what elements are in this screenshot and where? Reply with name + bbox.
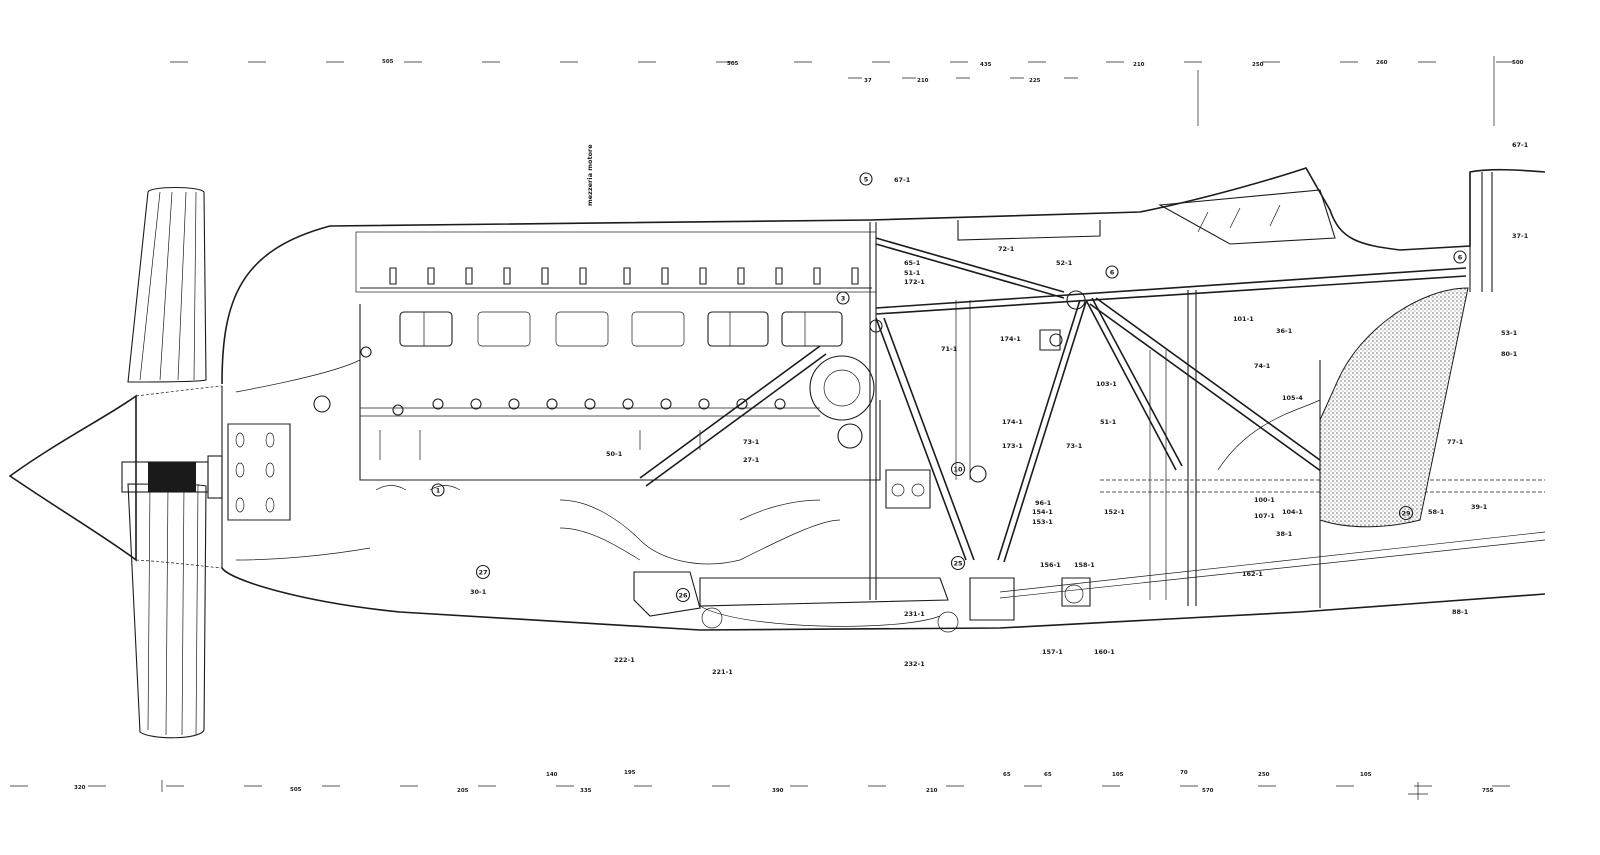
circled-markers: 5 3 6 6 1 10 27 26 25 29 [431,172,1467,603]
dim-label: 755 [1482,788,1494,794]
dim-label: 225 [1029,78,1041,84]
part-label: 152-1 [1104,508,1125,516]
part-label: 72-1 [998,245,1015,253]
dim-label: 320 [74,785,86,791]
part-label: 105-4 [1282,394,1303,402]
dim-label: 435 [980,62,992,68]
dim-label: 105 [1112,772,1124,778]
part-label: 103-1 [1096,380,1117,388]
part-label: 101-1 [1233,315,1254,323]
part-label: 100-1 [1254,496,1275,504]
dim-label: 500 [1512,60,1524,66]
dim-label: 210 [917,78,929,84]
dimension-lines [10,56,1560,800]
part-label: 162-1 [1242,570,1263,578]
plug-row [313,346,786,416]
dim-label: 390 [772,788,784,794]
part-label: 172-1 [904,278,925,286]
part-label: 160-1 [1094,648,1115,656]
part-label: 74-1 [1254,362,1271,370]
dim-label: 70 [1180,770,1188,776]
dim-label: 65 [1003,772,1011,778]
spinner [8,385,223,569]
dim-label: 210 [1133,62,1145,68]
marker-number: 10 [953,466,963,474]
engine-centerline-caption: mezzeria motore [586,144,594,206]
part-label: 156-1 [1040,561,1061,569]
marker-number: 6 [1110,269,1115,277]
part-label: 73-1 [743,438,760,446]
marker-number: 5 [864,176,869,184]
part-label: 65-1 [904,259,921,267]
part-label: 67-1 [1512,141,1529,149]
part-label: 80-1 [1501,350,1518,358]
part-label: 157-1 [1042,648,1063,656]
part-label: 37-1 [1512,232,1529,240]
dim-label: 250 [1252,62,1264,68]
bottom-dimension-labels: 320 505 205 140 335 195 390 210 65 65 10… [74,770,1494,794]
dim-label: 570 [1202,788,1214,794]
part-label: 154-1 [1032,508,1053,516]
part-label: 38-1 [1276,530,1293,538]
part-label: 88-1 [1452,608,1469,616]
marker-number: 26 [678,592,688,600]
exhaust-stacks [389,267,859,285]
part-label: 96-1 [1035,499,1052,507]
part-label: 30-1 [470,588,487,596]
part-label: 107-1 [1254,512,1275,520]
part-label: 53-1 [1501,329,1518,337]
part-label: 174-1 [1000,335,1021,343]
part-labels: 67-1 67-1 37-1 72-1 52-1 65-1 51-1 172-1… [470,141,1529,676]
marker-number: 6 [1458,254,1463,262]
dim-label: 205 [457,788,469,794]
part-label: 50-1 [606,450,623,458]
dim-label: 210 [926,788,938,794]
dim-label: 260 [1376,60,1388,66]
dim-label: 195 [624,770,636,776]
hatched-fairing [1319,287,1469,528]
dim-label: 105 [1360,772,1372,778]
marker-number: 25 [953,560,963,568]
marker-number: 27 [478,569,487,577]
dim-label: 65 [1044,772,1052,778]
part-label: 153-1 [1032,518,1053,526]
dim-label: 140 [546,772,558,778]
marker-number: 1 [436,487,441,495]
part-label: 232-1 [904,660,925,668]
part-label: 39-1 [1471,503,1488,511]
part-label: 222-1 [614,656,635,664]
part-label: 221-1 [712,668,733,676]
dim-label: 505 [382,59,394,65]
fuselage-outline [221,167,1546,631]
dim-label: 37 [864,78,872,84]
engine-block [227,231,881,565]
dim-label: 250 [1258,772,1270,778]
top-dimension-labels: 505 505 435 210 250 260 500 37 210 225 [382,59,1524,84]
part-label: 77-1 [1447,438,1464,446]
part-label: 36-1 [1276,327,1293,335]
part-label: 173-1 [1002,442,1023,450]
part-label: 174-1 [1002,418,1023,426]
part-label: 51-1 [904,269,921,277]
dim-label: 505 [727,61,739,67]
part-label: 51-1 [1100,418,1117,426]
part-label: 71-1 [941,345,958,353]
dim-label: 335 [580,788,592,794]
lower-structure [633,329,1091,633]
part-label: 104-1 [1282,508,1303,516]
part-label: 52-1 [1056,259,1073,267]
marker-number: 3 [841,295,846,303]
part-label: 67-1 [894,176,911,184]
part-label: 158-1 [1074,561,1095,569]
marker-number: 29 [1401,510,1411,518]
part-label: 58-1 [1428,508,1445,516]
dim-label: 505 [290,787,302,793]
part-label: 73-1 [1066,442,1083,450]
cylinder-heads [399,311,843,347]
part-label: 231-1 [904,610,925,618]
part-label: 27-1 [743,456,760,464]
